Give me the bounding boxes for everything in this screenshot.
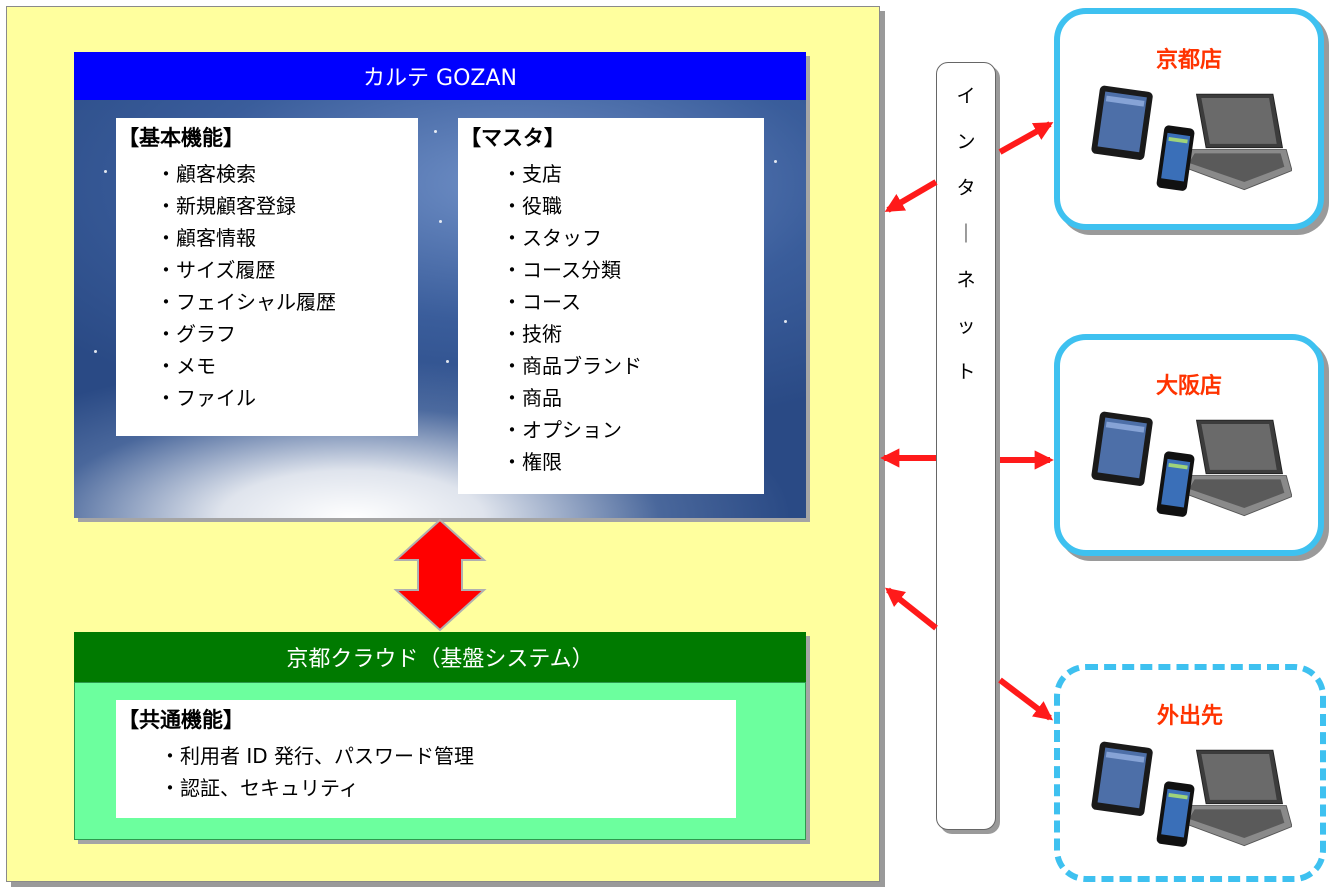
kyoto-cloud-title: 京都クラウド（基盤システム） [286,647,594,672]
branch-osaka: 大阪店 [1054,334,1324,556]
karte-gozan-title: カルテ GOZAN [363,66,517,91]
basic-function-item: ・新規顧客登録 [156,194,296,218]
master-item: ・支店 [502,162,562,186]
master-item: ・技術 [502,322,562,346]
arrow-to-kyoto [998,121,1054,155]
internet-char: ｜ [956,223,976,245]
internet-char: ッ [956,315,976,337]
master-box: 【マスタ】 ・支店 ・役職 ・スタッフ ・コース分類 ・コース ・技術 ・商品ブ… [458,118,764,494]
branch-title: 京都店 [1155,48,1222,73]
kyoto-cloud-header: 京都クラウド（基盤システム） [74,632,806,682]
branch-title: 大阪店 [1155,374,1222,399]
master-item: ・権限 [502,450,562,474]
internet-char: ト [956,361,976,383]
branch-title: 外出先 [1156,704,1223,729]
double-arrow-icon [393,518,487,632]
basic-function-item: ・サイズ履歴 [156,258,276,282]
basic-function-item: ・ファイル [156,386,256,410]
internet-char: イ [956,85,976,107]
common-function-item: ・認証、セキュリティ [160,776,359,800]
internet-char: ネ [956,269,976,291]
common-function-item: ・利用者 ID 発行、パスワード管理 [160,744,475,768]
master-item: ・役職 [502,194,562,218]
master-item: ・商品ブランド [502,354,642,378]
basic-functions-box: 【基本機能】 ・顧客検索 ・新規顧客登録 ・顧客情報 ・サイズ履歴 ・フェイシャ… [116,118,418,436]
basic-function-item: ・フェイシャル履歴 [156,290,336,314]
internet-char: ン [956,131,976,153]
common-functions-title: 【共通機能】 [118,708,244,732]
internet-char: タ [956,177,976,199]
karte-gozan-header: カルテ GOZAN [74,52,806,100]
common-functions-box: 【共通機能】 ・利用者 ID 発行、パスワード管理 ・認証、セキュリティ [116,700,736,818]
basic-function-item: ・グラフ [156,322,236,346]
basic-functions-title: 【基本機能】 [118,126,244,150]
master-title: 【マスタ】 [460,126,565,150]
master-item: ・スタッフ [502,226,602,250]
arrow-to-system-outside [884,587,938,631]
master-item: ・コース分類 [502,258,621,282]
arrow-to-system-kyoto [884,179,938,213]
master-item: ・コース [502,290,581,314]
internet-bar: イ ン タ ｜ ネ ッ ト [936,62,996,830]
master-item: ・オプション [502,418,622,442]
master-item: ・商品 [502,386,562,410]
branch-kyoto: 京都店 [1054,8,1324,230]
arrow-to-outside [998,677,1054,721]
basic-function-item: ・顧客情報 [156,226,256,250]
basic-function-item: ・顧客検索 [156,162,256,186]
basic-function-item: ・メモ [156,354,216,378]
branch-outside: 外出先 [1054,664,1326,882]
